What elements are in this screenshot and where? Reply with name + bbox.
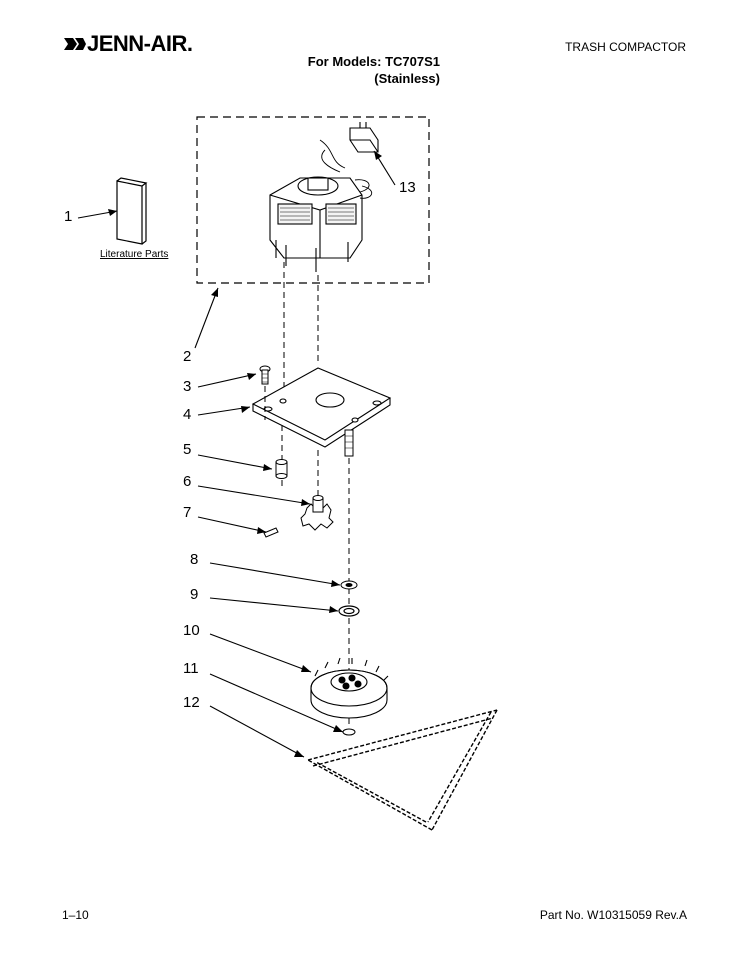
callout-2: 2 (183, 348, 192, 365)
screw-icon (259, 365, 271, 385)
washer-icon (340, 580, 358, 590)
jenn-air-logo-icon (64, 38, 86, 50)
output-shaft-icon (344, 429, 354, 457)
callout-11: 11 (183, 660, 199, 677)
callout-6: 6 (183, 473, 192, 490)
callout-13: 13 (399, 179, 416, 196)
spacer-icon (275, 459, 288, 479)
variant-line: (Stainless) (374, 71, 440, 86)
literature-book-icon (116, 177, 148, 245)
drive-gear-icon (310, 657, 389, 719)
literature-parts-label: Literature Parts (100, 249, 169, 260)
models-heading: For Models: TC707S1 (Stainless) (280, 53, 440, 87)
callout-arrowheads (108, 151, 382, 757)
bearing-icon (338, 605, 360, 617)
motor-icon (269, 139, 373, 272)
page-number: 1–10 (62, 908, 89, 922)
callout-9: 9 (190, 586, 199, 603)
models-line: For Models: TC707S1 (307, 54, 440, 69)
brand-name: JENN-AIR. (87, 31, 193, 56)
part-number: Part No. W10315059 Rev.A (539, 908, 687, 922)
callout-12: 12 (183, 694, 200, 711)
sprocket-icon (300, 495, 334, 531)
mounting-plate-icon (251, 367, 392, 448)
switch-icon (349, 122, 379, 153)
set-screw-icon (263, 527, 279, 538)
callout-7: 7 (183, 504, 192, 521)
callout-leaders (77, 150, 396, 758)
callout-10: 10 (183, 622, 200, 639)
callout-3: 3 (183, 378, 192, 395)
retaining-clip-icon (342, 728, 356, 736)
callout-8: 8 (190, 551, 199, 568)
callout-5: 5 (183, 441, 192, 458)
brand-logo: JENN-AIR. (63, 33, 193, 55)
callout-4: 4 (183, 406, 192, 423)
motor-assembly-box (196, 116, 430, 284)
callout-1: 1 (64, 208, 73, 225)
product-category: TRASH COMPACTOR (565, 40, 686, 54)
chain-icon (307, 709, 498, 831)
